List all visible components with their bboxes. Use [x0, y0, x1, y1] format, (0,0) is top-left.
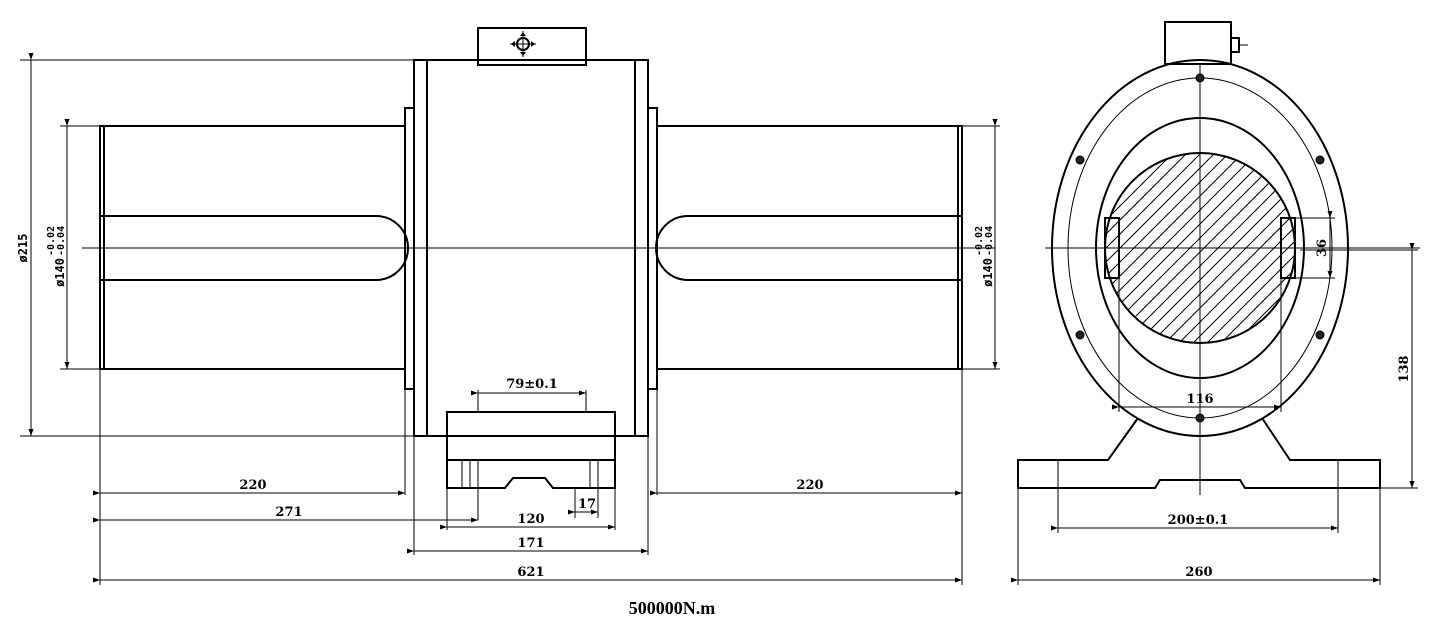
hatch-line: [1125, 153, 1295, 343]
dim-center-height: 138: [1397, 355, 1412, 382]
hatch-line: [1105, 153, 1199, 343]
dim-base-slot: 17: [578, 497, 596, 512]
side-foot: [1017, 417, 1381, 489]
dim-base-hole-spacing: 79±0.1: [506, 377, 558, 392]
hatch-line: [1139, 153, 1295, 343]
side-outer-housing: [1051, 59, 1349, 437]
dim-left-shaft-length: 220: [239, 478, 266, 493]
dim-left-to-base: 271: [275, 505, 302, 520]
hatch-line: [1153, 153, 1295, 343]
torque-rating-caption: 500000N.m: [629, 598, 716, 618]
top-connector: [477, 27, 587, 66]
hatch-line: [1167, 153, 1295, 343]
hatch-line: [1105, 153, 1213, 343]
dim-overall-length: 621: [517, 565, 544, 580]
left-shaft: [99, 125, 409, 370]
dim-left-shaft-diameter: ø140 -0.02 -0.04: [46, 226, 67, 287]
dim-foot-width: 260: [1185, 565, 1212, 580]
svg-text:ø140: ø140: [53, 258, 67, 287]
left-keyway: [100, 215, 409, 281]
dim-base-width: 120: [517, 512, 544, 527]
side-view: 36 116 138 200±0.1 260: [1011, 21, 1420, 585]
side-inner-ring: [1095, 117, 1305, 379]
hatch-line: [1105, 153, 1255, 343]
dim-right-shaft-length: 220: [796, 478, 823, 493]
hatch-line: [1195, 153, 1295, 343]
sensor-body: [413, 59, 649, 437]
mounting-base: [446, 411, 616, 489]
dim-flat-width: 116: [1186, 392, 1213, 407]
hatch-line: [1181, 153, 1295, 343]
svg-text:-0.04: -0.04: [984, 226, 995, 256]
side-connector: [1164, 21, 1248, 65]
dim-right-shaft-diameter: ø140 -0.02 -0.04: [974, 226, 995, 287]
hatch-line: [1105, 153, 1283, 343]
hatch-line: [1105, 153, 1269, 343]
front-view: ø215 ø140 -0.02 -0.04 ø140 -0.02 -0.04: [16, 27, 1000, 585]
svg-text:-0.02: -0.02: [46, 226, 57, 256]
svg-text:ø140: ø140: [981, 258, 995, 287]
dim-key-width: 36: [1315, 239, 1330, 257]
side-bolt-holes: [1075, 73, 1325, 423]
hatch-line: [1111, 153, 1295, 343]
dim-body-diameter: ø215: [16, 234, 30, 263]
dim-body-length: 171: [517, 536, 544, 551]
svg-text:-0.02: -0.02: [974, 226, 985, 256]
svg-text:-0.04: -0.04: [56, 226, 67, 256]
dim-foot-hole-spacing: 200±0.1: [1168, 513, 1229, 528]
